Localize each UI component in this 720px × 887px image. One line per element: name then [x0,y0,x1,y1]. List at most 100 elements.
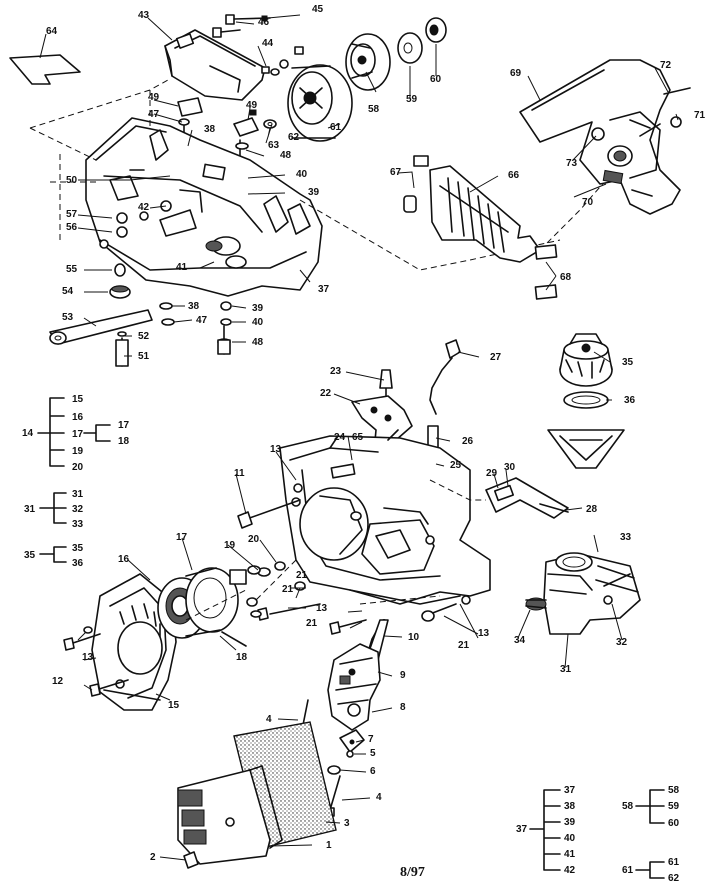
part-number-label: 69 [510,68,522,79]
part-number-label: 45 [312,4,324,15]
guide-line [29,79,607,271]
cylinder-part [525,552,641,635]
part-number-label: 66 [508,170,520,181]
part-number-label: 11 [234,468,245,479]
part-number-label: 10 [408,632,420,643]
part-number-label: 70 [582,197,594,208]
part-number-label: 6 [370,766,376,777]
part-number-label: 58 [368,104,380,115]
part-number-label: 16 [118,554,130,565]
part-number-label: 41 [176,262,188,273]
part-number-label: 53 [62,312,74,323]
part-number-label: 57 [66,209,78,220]
plate-part [9,54,81,85]
part-number-label: 38 [204,124,216,135]
part-number-label: 73 [566,158,578,169]
pad-part [534,244,558,300]
part-number-label: 20 [72,462,84,473]
housing-bolt-part [237,483,471,635]
part-number-label: 63 [268,140,280,151]
part-number-label: 9 [400,670,406,681]
air-filter-part [547,333,625,469]
part-number-label: 12 [52,676,64,687]
part-number-label: 21 [282,584,294,595]
carburetor-part [327,643,381,731]
part-number-label: 17 [176,532,188,543]
engine-housing-part [279,429,491,605]
part-number-label: 61 [330,122,342,133]
part-number-label: 17 [118,420,130,431]
part-number-label: 31 [24,504,36,515]
part-number-label: 35 [72,543,84,554]
part-number-label: 39 [308,187,320,198]
part-number-label: 56 [66,222,78,233]
part-number-label: 28 [586,504,598,515]
part-number-label: 42 [138,202,150,213]
part-number-label: 40 [252,317,264,328]
part-number-label: 17 [72,429,84,440]
part-number-label: 15 [72,394,84,405]
starter-pulley-part [157,567,247,647]
part-number-label: 46 [258,17,270,28]
part-number-label: 18 [118,436,130,447]
part-number-label: 38 [564,801,576,812]
part-labels: 6443464544494738496362614840395859606972… [22,4,706,884]
part-number-label: 54 [62,286,74,297]
part-number-label: 35 [24,550,36,561]
part-number-label: 34 [514,635,526,646]
part-number-label: 61 [622,865,634,876]
lower-fastener-part [49,263,232,367]
carburetor-fastener-part [295,699,365,817]
part-number-label: 68 [560,272,572,283]
part-number-label: 61 [668,857,680,868]
part-number-label: 3 [344,818,350,829]
part-number-label: 27 [490,352,502,363]
part-number-label: 47 [148,109,160,120]
part-number-label: 58 [668,785,680,796]
starter-housing-part [91,573,177,711]
part-number-label: 33 [72,519,84,530]
part-number-label: 41 [564,849,576,860]
main-housing-part [85,117,323,297]
part-number-label: 25 [450,460,462,471]
chain-brake-part [519,59,691,215]
part-number-label: 13 [82,652,94,663]
part-number-label: 18 [236,652,248,663]
clutch-drum-part [287,64,353,142]
part-number-label: 24 [334,432,346,443]
filter-cover-part [177,765,283,869]
part-number-label: 33 [620,532,632,543]
part-number-label: 30 [504,462,516,473]
parts-group-bracket [37,397,665,879]
part-number-label: 71 [694,110,706,121]
clutch-part [345,33,391,91]
part-number-label: 38 [188,301,200,312]
part-number-label: 21 [458,640,470,651]
part-number-label: 14 [22,428,34,439]
part-number-label: 44 [262,38,274,49]
part-number-label: 40 [564,833,576,844]
part-number-label: 59 [668,801,680,812]
nut-part [425,17,447,43]
part-number-label: 4 [376,792,382,803]
part-number-label: 21 [306,618,318,629]
guide-line [185,479,486,621]
part-number-label: 7 [368,734,374,745]
part-number-label: 37 [516,824,528,835]
deflector-part [403,155,541,263]
part-number-label: 51 [138,351,150,362]
part-number-label: 60 [430,74,442,85]
part-number-label: 22 [320,388,332,399]
bolt-part [212,14,304,76]
part-number-label: 49 [148,92,160,103]
leader-line [39,14,679,861]
part-number-label: 42 [564,865,576,876]
part-number-label: 43 [138,10,150,21]
part-number-label: 19 [72,446,84,457]
date-code: 8/97 [400,865,425,880]
part-number-label: 26 [462,436,474,447]
starter-fastener-part [63,565,262,697]
part-number-label: 39 [564,817,576,828]
